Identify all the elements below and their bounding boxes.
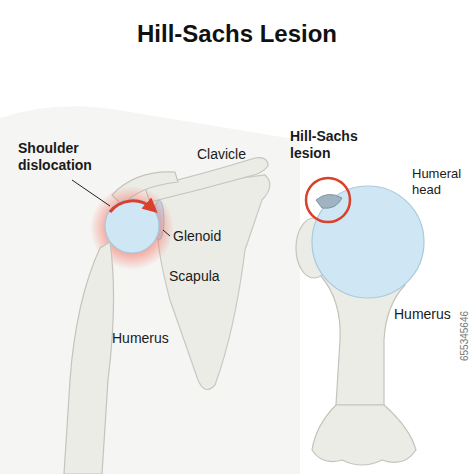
part-label: Clavicle (197, 146, 267, 163)
watermark: 655345646 (459, 296, 471, 376)
leader-line (163, 230, 170, 236)
humerus-condyles (312, 405, 416, 465)
part-label: Humerus (394, 306, 468, 323)
humerus-bone (64, 242, 114, 474)
dislocation-arrow (110, 201, 152, 212)
lesion-highlight (306, 178, 350, 222)
part-label: Glenoid (173, 228, 243, 245)
part-label: Shoulder dislocation (18, 140, 128, 174)
part-label: Humeral head (412, 166, 470, 197)
humeral-head (312, 186, 424, 298)
title: Hill-Sachs Lesion (0, 20, 474, 49)
part-label: Hill-Sachs lesion (290, 128, 380, 162)
humeral-head (105, 199, 159, 253)
part-label: Scapula (169, 268, 239, 285)
lesion-defect (316, 194, 342, 208)
leader-line (72, 180, 110, 206)
body-silhouette (0, 106, 300, 474)
part-label: Humerus (112, 330, 192, 347)
